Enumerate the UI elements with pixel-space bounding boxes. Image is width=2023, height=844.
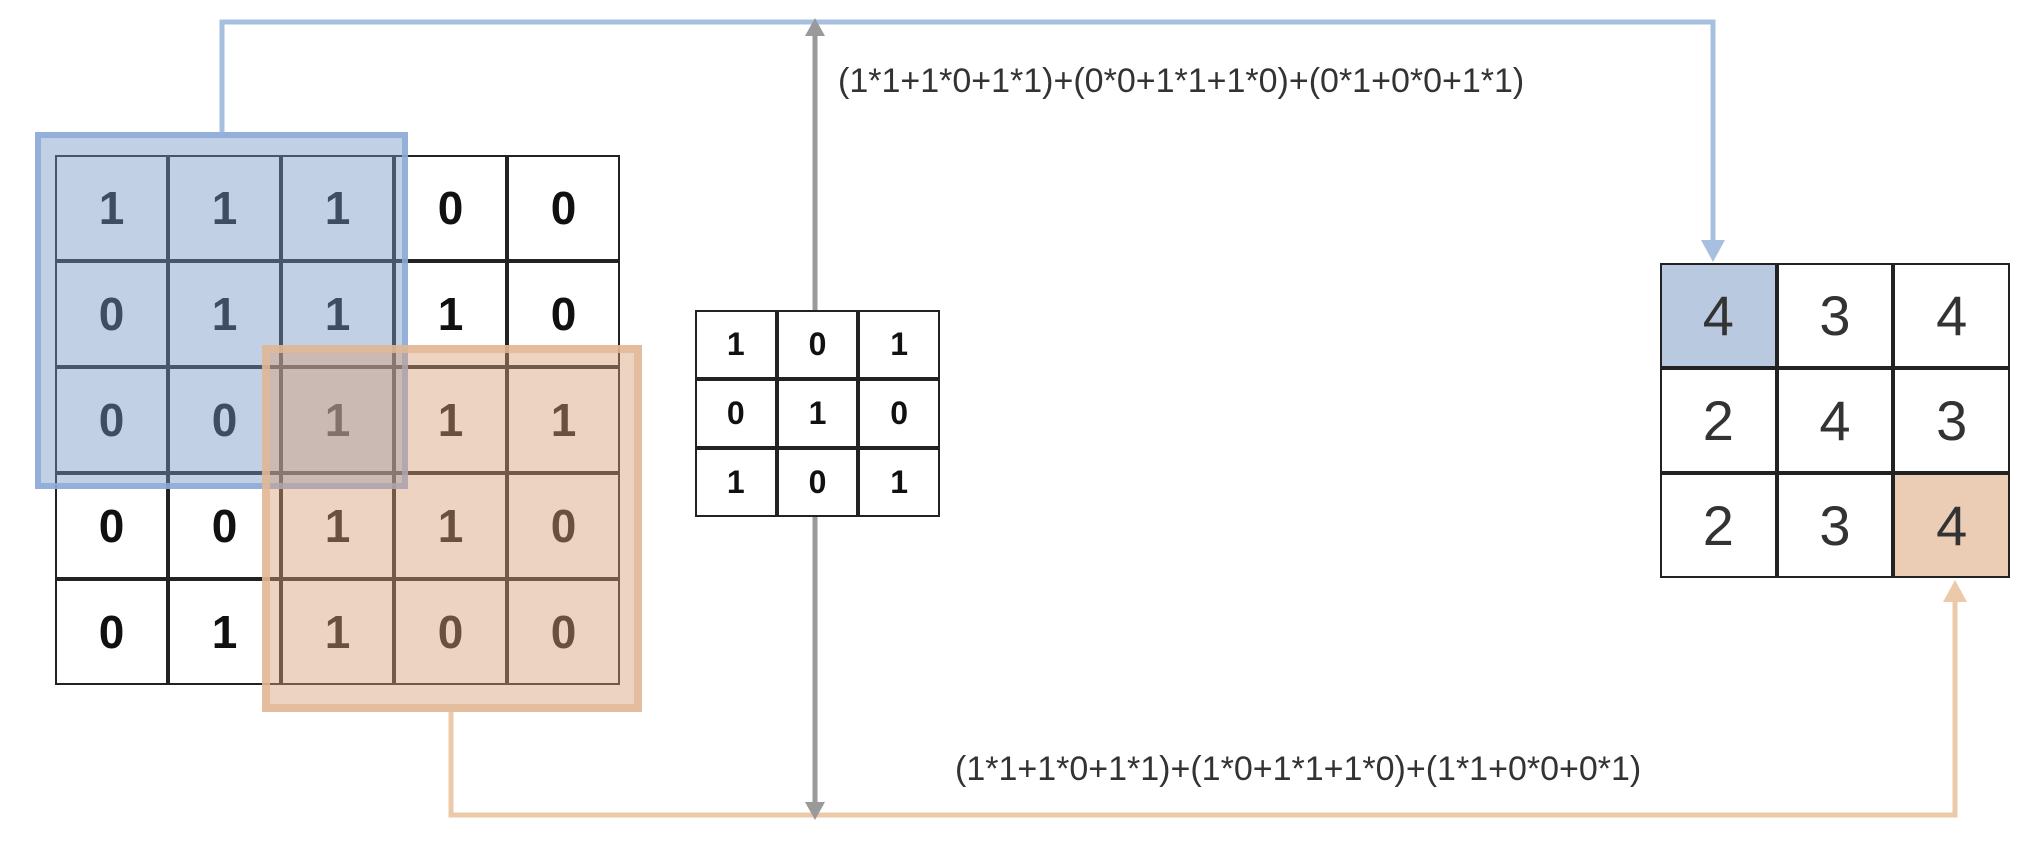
input-cell: 1 — [281, 473, 394, 579]
input-matrix: 1 1 1 0 0 0 1 1 1 0 0 0 1 1 1 0 0 1 1 0 … — [55, 155, 620, 685]
blue-arrow — [219, 19, 1716, 255]
input-cell: 1 — [507, 367, 620, 473]
input-cell: 1 — [168, 261, 281, 367]
input-cell: 1 — [281, 367, 394, 473]
input-cell: 0 — [168, 473, 281, 579]
input-cell: 1 — [281, 579, 394, 685]
orange-arrow — [448, 588, 1958, 818]
kernel-matrix: 1 0 1 0 1 0 1 0 1 — [695, 310, 940, 517]
input-cell: 0 — [55, 367, 168, 473]
input-cell: 1 — [55, 155, 168, 261]
kernel-cell: 0 — [695, 379, 777, 448]
input-cell: 0 — [168, 367, 281, 473]
output-cell: 4 — [1893, 263, 2010, 368]
input-cell: 1 — [394, 261, 507, 367]
input-cell: 0 — [394, 155, 507, 261]
kernel-cell: 1 — [858, 310, 940, 379]
output-cell: 3 — [1893, 368, 2010, 473]
input-cell: 1 — [281, 155, 394, 261]
kernel-cell: 0 — [776, 310, 859, 379]
input-cell: 1 — [168, 155, 281, 261]
input-cell: 0 — [507, 473, 620, 579]
grey-arrow-head-up — [805, 18, 825, 36]
orange-kernel-window — [262, 345, 642, 712]
input-cell: 1 — [168, 579, 281, 685]
output-cell-highlight-blue: 4 — [1660, 263, 1777, 368]
kernel-cell: 1 — [776, 379, 859, 448]
output-cell: 3 — [1776, 473, 1894, 578]
input-cell: 0 — [55, 579, 168, 685]
kernel-cell: 0 — [776, 448, 859, 517]
kernel-cell: 1 — [858, 448, 940, 517]
blue-arrow-head — [1701, 240, 1725, 262]
input-cell: 1 — [281, 261, 394, 367]
output-cell: 2 — [1660, 473, 1777, 578]
input-cell: 0 — [394, 579, 507, 685]
output-cell: 3 — [1776, 263, 1894, 368]
orange-arrow-head — [1943, 580, 1967, 602]
output-cell: 4 — [1776, 368, 1894, 473]
input-cell: 0 — [507, 579, 620, 685]
output-matrix: 4 3 4 2 4 3 2 3 4 — [1660, 263, 2010, 578]
input-cell: 0 — [55, 261, 168, 367]
blue-kernel-window — [35, 132, 408, 489]
input-cell: 0 — [507, 261, 620, 367]
kernel-cell: 1 — [695, 310, 777, 379]
input-cell: 1 — [394, 367, 507, 473]
formula-bottom: (1*1+1*0+1*1)+(1*0+1*1+1*0)+(1*1+0*0+0*1… — [955, 750, 1642, 788]
formula-top: (1*1+1*0+1*1)+(0*0+1*1+1*0)+(0*1+0*0+1*1… — [838, 62, 1525, 100]
grey-arrow-head-down — [805, 802, 825, 820]
input-cell: 1 — [394, 473, 507, 579]
kernel-cell: 0 — [858, 379, 940, 448]
output-cell-highlight-orange: 4 — [1893, 473, 2010, 578]
input-cell: 0 — [507, 155, 620, 261]
input-cell: 0 — [55, 473, 168, 579]
output-cell: 2 — [1660, 368, 1777, 473]
kernel-cell: 1 — [695, 448, 777, 517]
